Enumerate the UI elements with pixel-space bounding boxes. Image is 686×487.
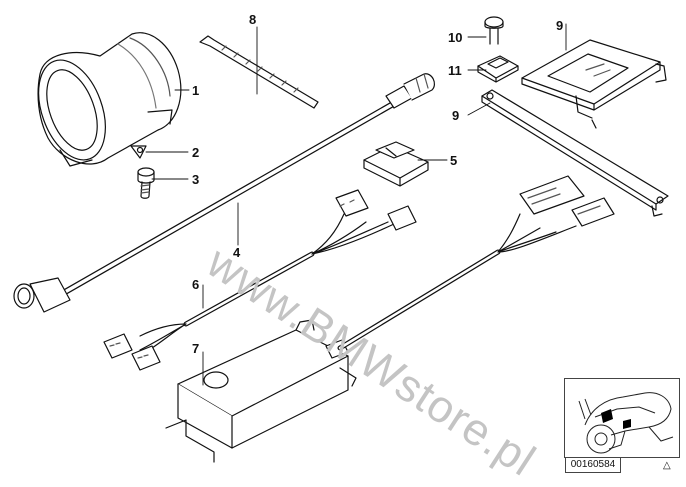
callout-5: 5	[450, 153, 458, 168]
callout-2: 2	[192, 145, 200, 160]
callout-7: 7	[192, 341, 200, 356]
triangle-icon: △	[663, 460, 671, 471]
callout-8: 8	[249, 12, 257, 27]
part-bracket-plate	[521, 39, 667, 129]
diagram-code: 00160584	[565, 457, 621, 473]
callout-9-strap: 9	[452, 108, 460, 123]
motorcycle-icon	[578, 392, 674, 454]
part-washer	[130, 145, 147, 159]
part-screw	[137, 167, 155, 199]
callout-10: 10	[448, 30, 463, 45]
callout-1: 1	[192, 83, 200, 98]
location-inset	[564, 378, 680, 458]
part-hood	[37, 32, 182, 167]
callout-6: 6	[192, 277, 200, 292]
part-bolt	[484, 16, 504, 45]
part-control-unit	[165, 175, 615, 463]
callout-9-bracket: 9	[556, 18, 564, 33]
part-cable-tie	[199, 35, 319, 109]
part-cable-4	[13, 73, 436, 313]
part-clip	[363, 141, 429, 187]
part-strap	[481, 89, 669, 217]
callout-3: 3	[192, 172, 200, 187]
callout-11: 11	[448, 63, 462, 78]
part-clip-nut	[477, 55, 519, 83]
leader-lines	[145, 23, 567, 386]
part-harness-6	[103, 189, 417, 371]
callout-4: 4	[233, 245, 241, 260]
